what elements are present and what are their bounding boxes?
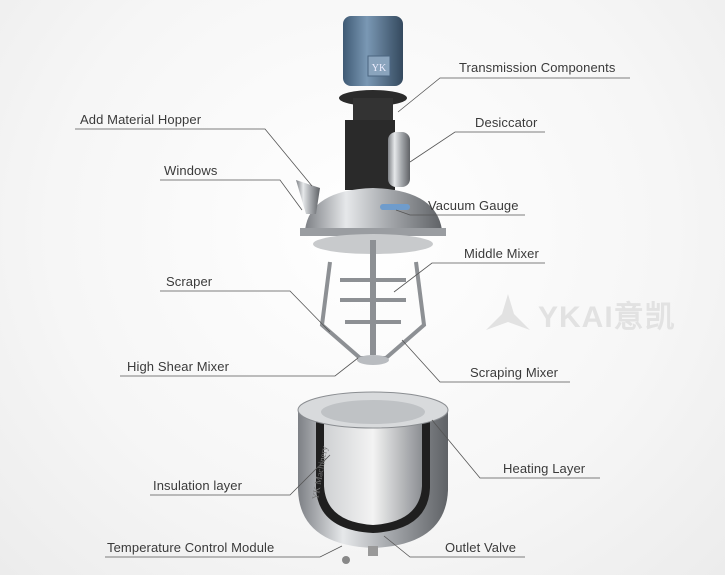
- label-high-shear-mixer: High Shear Mixer: [127, 359, 230, 374]
- motor-badge: YK: [372, 63, 387, 74]
- transmission-column: [345, 120, 395, 190]
- watermark-text: YKAI意凯: [538, 301, 676, 334]
- label-heating-layer: Heating Layer: [503, 461, 586, 476]
- ykai-watermark: YKAI意凯: [486, 292, 676, 336]
- lid: [305, 188, 442, 230]
- label-windows: Windows: [164, 163, 218, 178]
- label-scraping-mixer: Scraping Mixer: [470, 365, 559, 380]
- leader-lines: [75, 77, 630, 558]
- label-outlet-valve: Outlet Valve: [445, 540, 517, 555]
- label-add-material-hopper: Add Material Hopper: [80, 112, 202, 127]
- vacuum-gauge: [380, 204, 410, 210]
- desiccator: [388, 132, 410, 187]
- label-insulation-layer: Insulation layer: [153, 478, 243, 493]
- label-transmission-components: Transmission Components: [459, 60, 616, 75]
- label-desiccator: Desiccator: [475, 115, 538, 130]
- vessel: YK Machinery: [297, 391, 449, 564]
- high-shear-head: [357, 355, 389, 365]
- motor: YK: [339, 16, 407, 122]
- label-middle-mixer: Middle Mixer: [464, 246, 539, 261]
- ykai-logo-icon: [486, 294, 530, 330]
- hopper: [296, 180, 320, 214]
- label-temperature-control-module: Temperature Control Module: [107, 540, 275, 555]
- label-vacuum-gauge: Vacuum Gauge: [428, 198, 519, 213]
- mixer-assembly: [319, 240, 427, 360]
- label-scraper: Scraper: [166, 274, 213, 289]
